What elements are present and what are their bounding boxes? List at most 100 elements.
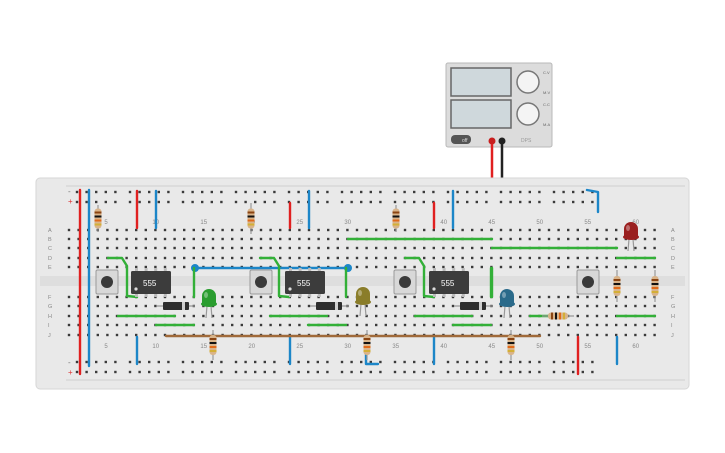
breadboard-hole[interactable] (538, 256, 541, 260)
breadboard-hole[interactable] (634, 265, 637, 269)
breadboard-hole[interactable] (480, 295, 483, 299)
rail-hole[interactable] (181, 360, 185, 364)
rail-hole[interactable] (350, 370, 353, 374)
rail-hole[interactable] (201, 200, 204, 204)
breadboard-hole[interactable] (490, 228, 493, 232)
breadboard-hole[interactable] (154, 304, 157, 308)
rail-hole[interactable] (528, 360, 531, 364)
rail-hole[interactable] (157, 360, 160, 364)
rail-hole[interactable] (201, 370, 204, 374)
breadboard-hole[interactable] (77, 295, 80, 299)
breadboard-hole[interactable] (547, 304, 551, 308)
breadboard-hole[interactable] (442, 265, 445, 269)
rail-hole[interactable] (572, 200, 575, 204)
breadboard-hole[interactable] (144, 237, 147, 241)
breadboard-hole[interactable] (394, 304, 397, 308)
breadboard-hole[interactable] (595, 323, 599, 327)
diode-icon[interactable] (454, 302, 492, 310)
breadboard-hole[interactable] (346, 246, 349, 250)
rail-hole[interactable] (85, 190, 88, 194)
breadboard-hole[interactable] (576, 237, 579, 241)
breadboard-hole[interactable] (231, 314, 234, 318)
breadboard-hole[interactable] (183, 314, 186, 318)
breadboard-hole[interactable] (519, 304, 522, 308)
rail-hole[interactable] (104, 200, 107, 204)
breadboard-hole[interactable] (307, 304, 311, 308)
breadboard-hole[interactable] (288, 246, 291, 250)
breadboard-hole[interactable] (346, 295, 349, 299)
breadboard-hole[interactable] (163, 333, 167, 337)
rail-hole[interactable] (316, 370, 319, 374)
rail-hole[interactable] (360, 360, 363, 364)
breadboard-hole[interactable] (519, 323, 522, 327)
breadboard-hole[interactable] (231, 246, 234, 250)
breadboard-hole[interactable] (394, 295, 397, 299)
breadboard-hole[interactable] (173, 228, 176, 232)
breadboard-hole[interactable] (240, 295, 243, 299)
breadboard-hole[interactable] (355, 314, 359, 318)
breadboard-hole[interactable] (557, 323, 560, 327)
breadboard-hole[interactable] (317, 246, 320, 250)
rail-hole[interactable] (75, 190, 79, 194)
rail-hole[interactable] (475, 360, 478, 364)
breadboard-hole[interactable] (135, 256, 138, 260)
breadboard-hole[interactable] (173, 246, 176, 250)
rail-hole[interactable] (413, 190, 416, 194)
breadboard-hole[interactable] (451, 228, 455, 232)
breadboard-hole[interactable] (567, 295, 570, 299)
rail-hole[interactable] (326, 370, 329, 374)
green-wire[interactable] (106, 256, 139, 299)
resistor-icon[interactable] (613, 270, 621, 302)
rail-hole[interactable] (432, 370, 435, 374)
breadboard-hole[interactable] (432, 265, 435, 269)
breadboard-hole[interactable] (279, 323, 282, 327)
rail-hole[interactable] (104, 370, 107, 374)
rail-hole[interactable] (244, 200, 247, 204)
rail-hole[interactable] (316, 200, 319, 204)
breadboard-hole[interactable] (173, 256, 176, 260)
breadboard-hole[interactable] (567, 333, 570, 337)
breadboard-hole[interactable] (423, 246, 426, 250)
rail-hole[interactable] (466, 190, 469, 194)
breadboard-hole[interactable] (365, 228, 368, 232)
blue-jumper[interactable] (585, 188, 600, 214)
rail-hole[interactable] (201, 360, 204, 364)
rail-hole[interactable] (499, 370, 503, 374)
breadboard-hole[interactable] (279, 228, 282, 232)
breadboard-hole[interactable] (135, 246, 138, 250)
breadboard-hole[interactable] (77, 333, 80, 337)
breadboard-hole[interactable] (413, 304, 416, 308)
breadboard-hole[interactable] (115, 323, 119, 327)
breadboard-hole[interactable] (403, 228, 407, 232)
breadboard-hole[interactable] (576, 228, 579, 232)
rail-hole[interactable] (456, 370, 459, 374)
breadboard-hole[interactable] (67, 333, 71, 337)
breadboard-hole[interactable] (355, 304, 359, 308)
breadboard-hole[interactable] (528, 237, 531, 241)
rail-hole[interactable] (307, 370, 310, 374)
rail-hole[interactable] (519, 370, 522, 374)
breadboard-hole[interactable] (605, 295, 608, 299)
breadboard-hole[interactable] (538, 323, 541, 327)
rail-hole[interactable] (263, 190, 266, 194)
breadboard-hole[interactable] (106, 295, 109, 299)
breadboard-hole[interactable] (375, 314, 378, 318)
breadboard-hole[interactable] (77, 246, 80, 250)
breadboard-hole[interactable] (547, 237, 551, 241)
rail-hole[interactable] (485, 370, 488, 374)
breadboard-hole[interactable] (605, 256, 608, 260)
breadboard-hole[interactable] (528, 323, 531, 327)
breadboard-hole[interactable] (183, 246, 186, 250)
breadboard-hole[interactable] (595, 265, 599, 269)
breadboard-hole[interactable] (163, 265, 167, 269)
breadboard-hole[interactable] (615, 333, 618, 337)
rail-hole[interactable] (157, 190, 160, 194)
green-wire[interactable] (403, 256, 436, 299)
breadboard-hole[interactable] (375, 246, 378, 250)
rail-hole[interactable] (340, 190, 344, 194)
breadboard-hole[interactable] (144, 323, 147, 327)
rail-hole[interactable] (273, 190, 276, 194)
breadboard-hole[interactable] (451, 246, 455, 250)
breadboard-hole[interactable] (538, 265, 541, 269)
breadboard-hole[interactable] (259, 314, 263, 318)
